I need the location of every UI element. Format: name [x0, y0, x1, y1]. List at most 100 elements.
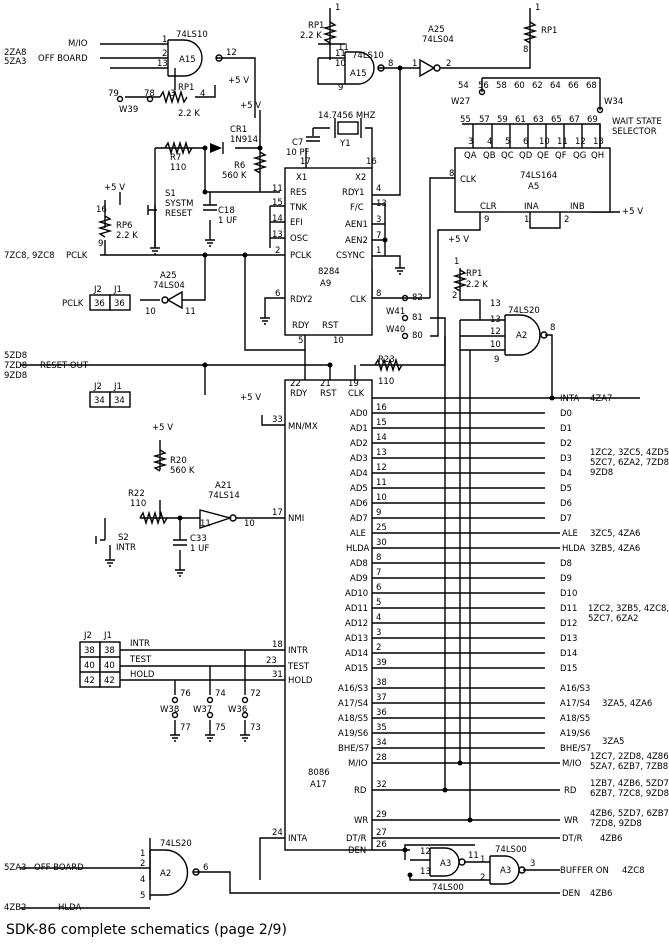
s2-ref: S2	[118, 533, 129, 543]
d-high-names: D8 D9 D10 D11 D12 D13 D14 D15	[560, 559, 577, 674]
w36-pin72: 72	[250, 689, 261, 699]
conn-j1-42: 42	[104, 676, 115, 686]
rp1c-ref: RP1	[541, 26, 557, 36]
a17-rpin-name: A19/S6	[338, 729, 368, 739]
a17-rpin-num: 13	[376, 448, 387, 458]
a17-rpin-num: 16	[376, 403, 387, 413]
a17-rpin-name: AD9	[350, 574, 368, 584]
j2-label-a: J2	[93, 285, 102, 295]
a9-pin: 4	[376, 184, 381, 194]
s2-val: INTR	[116, 543, 136, 553]
a9-rdy-name: RDY	[292, 321, 310, 331]
w41-label: W41	[386, 307, 405, 317]
bhe: BHE/S7	[560, 744, 591, 754]
a9-pin: 7	[376, 231, 381, 241]
rp1d-pin2: 2	[452, 291, 457, 301]
ws-top-pin: 64	[550, 81, 561, 91]
a9-pinname: X1	[296, 173, 307, 183]
d-low: D0	[560, 409, 572, 419]
a17-inta: INTA	[288, 834, 307, 844]
a17-rpin-num: 25	[376, 523, 387, 533]
w34-label: W34	[604, 97, 623, 107]
r23-ref: R23	[378, 355, 395, 365]
mio-ref: 1ZC7, 2ZD8, 4Z86,	[590, 752, 669, 762]
rp1a-pin11: 11	[335, 49, 346, 59]
c33-ref: C33	[190, 534, 207, 544]
a17-rpin-num: 11	[376, 478, 387, 488]
d-low: D4	[560, 469, 572, 479]
rp1d-val: 2.2 K	[466, 280, 488, 290]
a17-rst: RST	[320, 389, 337, 399]
d-low-ref: 1ZC2, 3ZC5, 4ZD5,	[590, 448, 669, 458]
rp1a-pin1: 1	[335, 3, 340, 13]
rp1d-pin1: 1	[454, 257, 459, 267]
power-5v-d: +5 V	[104, 183, 125, 193]
rp1b-pin4: 4	[200, 89, 205, 99]
a9-pin: 13	[376, 199, 387, 209]
a5-type: 74LS164	[520, 171, 557, 181]
pclk-j2-pin: 36	[94, 299, 105, 309]
ale-ref: 3ZC5, 4ZA6	[590, 529, 640, 539]
d-high: D8	[560, 559, 572, 569]
rp6-pin9: 9	[98, 239, 103, 249]
c7-ref: C7	[292, 138, 303, 148]
a2a-pin6: 6	[203, 863, 208, 873]
ws-top-pin: 58	[496, 81, 507, 91]
a17-rpin-name: AD8	[350, 559, 368, 569]
y1-val: 14.7456 MHZ	[318, 111, 376, 121]
a17-rpin-num: 7	[376, 568, 381, 578]
a15b-pin8: 8	[388, 59, 393, 69]
a17-rpin-name: RD	[354, 786, 367, 796]
signal-hlda-left: HLDA	[58, 903, 82, 913]
a-high: A16/S3	[560, 684, 590, 694]
ws-bot-pin: 59	[497, 115, 508, 125]
a25b-pin11: 11	[185, 307, 196, 317]
a15a-ref: A15	[179, 55, 196, 65]
a9-rst-pin: 10	[333, 336, 344, 346]
r20-ref: R20	[170, 456, 187, 466]
rp6-pin16: 16	[96, 205, 107, 215]
a2b-ref: A2	[516, 331, 527, 341]
ws-bot-pin: 63	[533, 115, 544, 125]
ws-top-pin: 54	[458, 81, 469, 91]
ws-bot-pin: 67	[569, 115, 580, 125]
rd-ref: 1ZB7, 4ZB6, 5ZD7,	[590, 779, 669, 789]
signal-inta: INTA	[560, 394, 579, 404]
a17-pin22: 22	[290, 379, 301, 389]
d-high: D12	[560, 619, 577, 629]
signal-off-board-bottom: OFF BOARD	[34, 863, 84, 873]
a5-outpin: 4	[487, 137, 492, 147]
a25b-pin10: 10	[145, 307, 156, 317]
a2b-pin8: 8	[550, 323, 555, 333]
pclk-refs: 7ZC8, 9ZC8	[4, 251, 55, 261]
a17-rpin-num: 27	[376, 828, 387, 838]
a17-mnmx: MN/MX	[288, 422, 318, 432]
d-high: D10	[560, 589, 577, 599]
a9-pin: 13	[272, 230, 283, 240]
rp1b-pin3: 3	[170, 89, 175, 99]
a5-inb: INB	[570, 202, 585, 212]
j2-label-c: J2	[83, 631, 92, 641]
d-high-ref: 5ZC7, 6ZA2	[588, 614, 638, 624]
a5-outpin: 3	[468, 137, 473, 147]
w40-pin80: 80	[412, 331, 423, 341]
a5-clr: CLR	[480, 202, 497, 212]
a9-pin: 6	[275, 289, 280, 299]
a-high-ref: 3ZA5, 4ZA6	[602, 699, 652, 709]
a17-rdy: RDY	[290, 389, 308, 399]
ref-5za3-bottom: 5ZA3	[4, 863, 26, 873]
c33-val: 1 UF	[190, 544, 209, 554]
a9-pinname: EFI	[290, 218, 303, 228]
den-ref: 4ZB6	[590, 889, 612, 899]
rp1d-ref: RP1	[466, 269, 482, 279]
a9-pin: 14	[272, 214, 283, 224]
a17-rpin-num: 37	[376, 693, 387, 703]
ws-bot-pin: 57	[479, 115, 490, 125]
a9-left-pins: 11 RES 15 TNK 14 EFI 13 OSC 2 PCLK 6 RDY…	[272, 184, 313, 305]
d-low: D5	[560, 484, 572, 494]
a9-pinname: F/C	[350, 203, 364, 213]
a17-rpin-name: AD2	[350, 439, 368, 449]
a17-rpin-num: 6	[376, 583, 381, 593]
a5-out: QC	[501, 151, 514, 161]
a15b-pin9: 9	[338, 83, 343, 93]
